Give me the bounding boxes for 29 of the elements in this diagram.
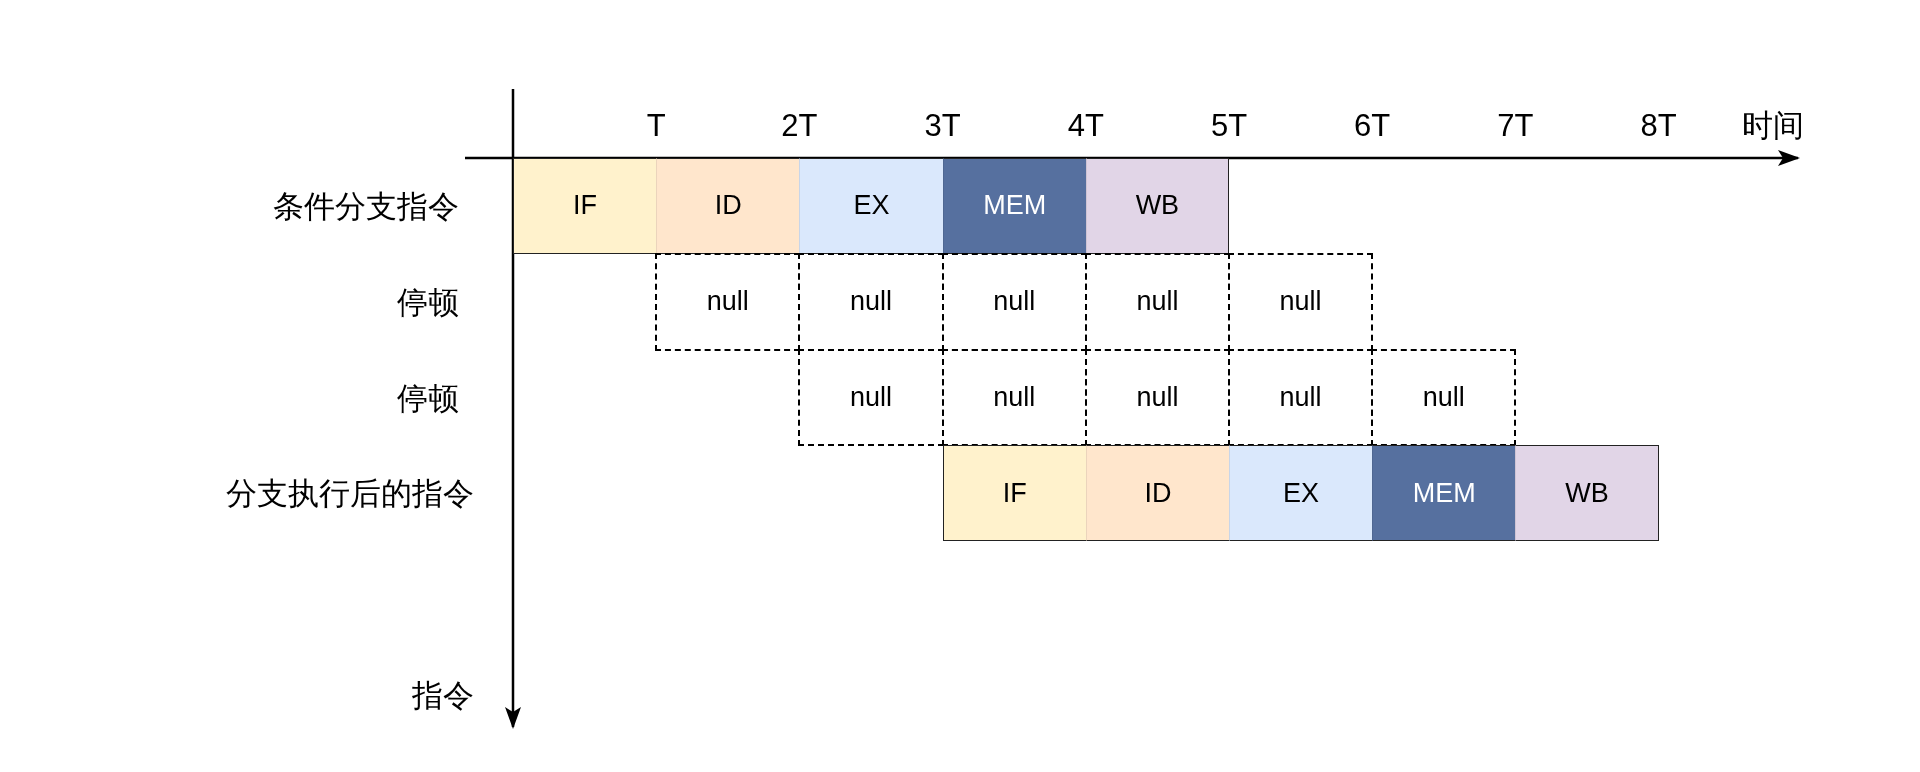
time-tick-label: 8T: [1640, 110, 1677, 141]
pipeline-stage-cell: EX: [799, 158, 943, 254]
pipeline-stage-cell: ID: [1085, 445, 1229, 542]
pipeline-stage-cell: MEM: [1372, 445, 1516, 542]
pipeline-stage-cell: WB: [1515, 445, 1659, 542]
pipeline-stage-cell: MEM: [942, 158, 1086, 254]
pipeline-stage-cell: ID: [656, 158, 800, 254]
pipeline-stage-cell: IF: [942, 445, 1086, 542]
stall-cell: null: [798, 348, 944, 447]
time-tick-label: 6T: [1354, 110, 1391, 141]
row-label: 停顿: [397, 286, 459, 318]
axis-label: 时间: [1742, 110, 1804, 141]
stall-cell: null: [941, 252, 1087, 351]
axis-label: 指令: [412, 680, 474, 711]
time-tick-label: 2T: [781, 110, 818, 141]
row-label: 条件分支指令: [273, 190, 459, 222]
stall-cell: null: [655, 252, 801, 351]
stall-cell: null: [1084, 252, 1230, 351]
row-label: 停顿: [397, 382, 459, 413]
time-tick-label: 3T: [924, 110, 961, 141]
time-tick-label: T: [646, 110, 666, 141]
pipeline-stage-cell: EX: [1229, 445, 1373, 542]
time-tick-label: 7T: [1497, 110, 1534, 141]
stall-cell: null: [1228, 252, 1374, 351]
pipeline-stage-cell: WB: [1085, 158, 1229, 254]
pipeline-stage-cell: IF: [513, 158, 657, 254]
time-tick-label: 5T: [1210, 110, 1248, 141]
row-label: 分支执行后的指令: [226, 477, 474, 509]
time-tick-label: 4T: [1067, 110, 1104, 141]
